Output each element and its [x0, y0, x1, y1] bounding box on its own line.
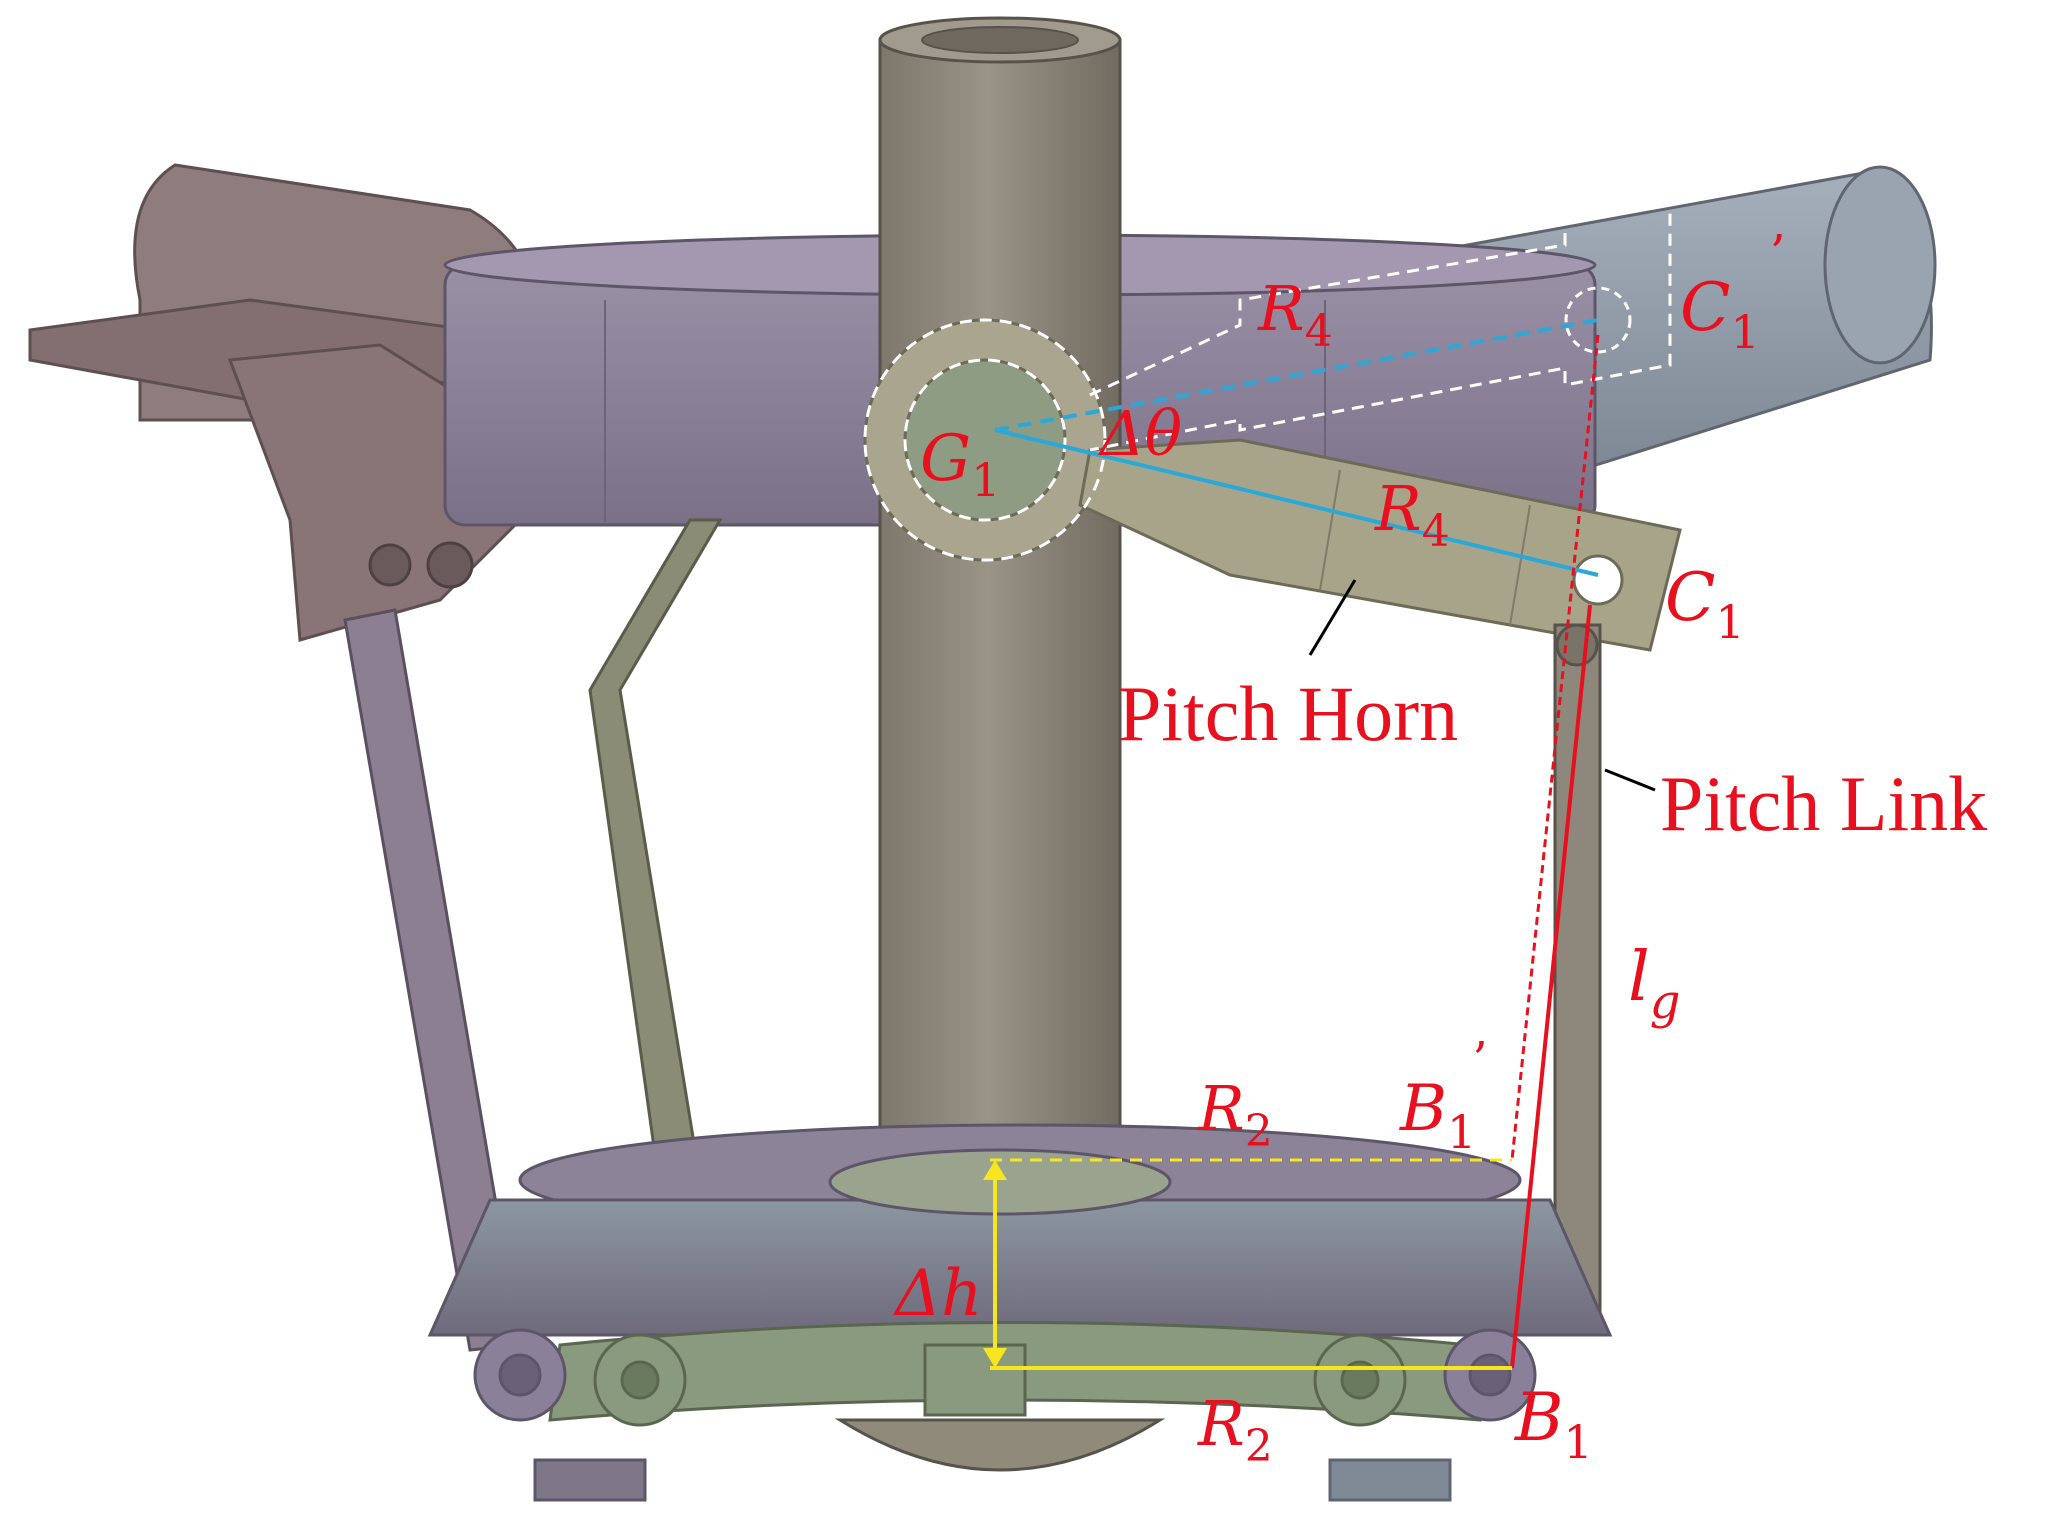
label-pitch-horn: Pitch Horn	[1118, 670, 1458, 757]
label-delta-theta: Δθ	[1098, 397, 1182, 470]
delta-h-arrow	[983, 1160, 1007, 1368]
labels: G1 Δθ R4 R4 C1’ C1 Pitch Horn Pitch Link…	[892, 224, 1987, 1472]
pitch-link-leader-line	[1604, 768, 1656, 792]
label-g1: G1	[920, 422, 1000, 507]
rotated-horn-dashed-outline	[1089, 203, 1672, 452]
label-r2-top: R2	[1197, 1072, 1273, 1157]
label-delta-h: Δh	[892, 1257, 982, 1331]
rotor-mast	[878, 16, 1122, 1187]
annotations	[863, 203, 1672, 1370]
c1-prime-b1-prime-dashed-line	[1510, 334, 1600, 1161]
label-r4-mid: R4	[1374, 472, 1450, 557]
pitch-horn-leader-line	[1308, 579, 1357, 656]
rotor-hub-artwork	[28, 16, 1937, 1502]
hinge-inner-dashed-circle	[903, 358, 1067, 522]
pitch-horn-part	[1078, 438, 1682, 652]
label-lg: lg	[1628, 938, 1680, 1030]
g1-c1-prime-dashed-line	[994, 318, 1599, 432]
pitch-hinge-ring	[863, 318, 1107, 562]
rotated-horn-hole-dashed	[1564, 286, 1632, 354]
label-b1-prime: B1’	[1399, 1032, 1488, 1159]
hinge-outer-dashed-circle	[863, 318, 1107, 562]
label-r2-bottom: R2	[1197, 1387, 1273, 1472]
c1-b1-line	[1510, 604, 1592, 1369]
label-r4-top: R4	[1257, 272, 1333, 357]
label-pitch-link: Pitch Link	[1660, 760, 1987, 847]
label-c1-prime: C1’	[1680, 224, 1786, 359]
label-b1: B1	[1514, 1379, 1593, 1469]
g1-c1-line	[994, 428, 1599, 577]
lower-swashplate	[427, 1123, 1613, 1502]
label-c1: C1	[1665, 559, 1745, 649]
